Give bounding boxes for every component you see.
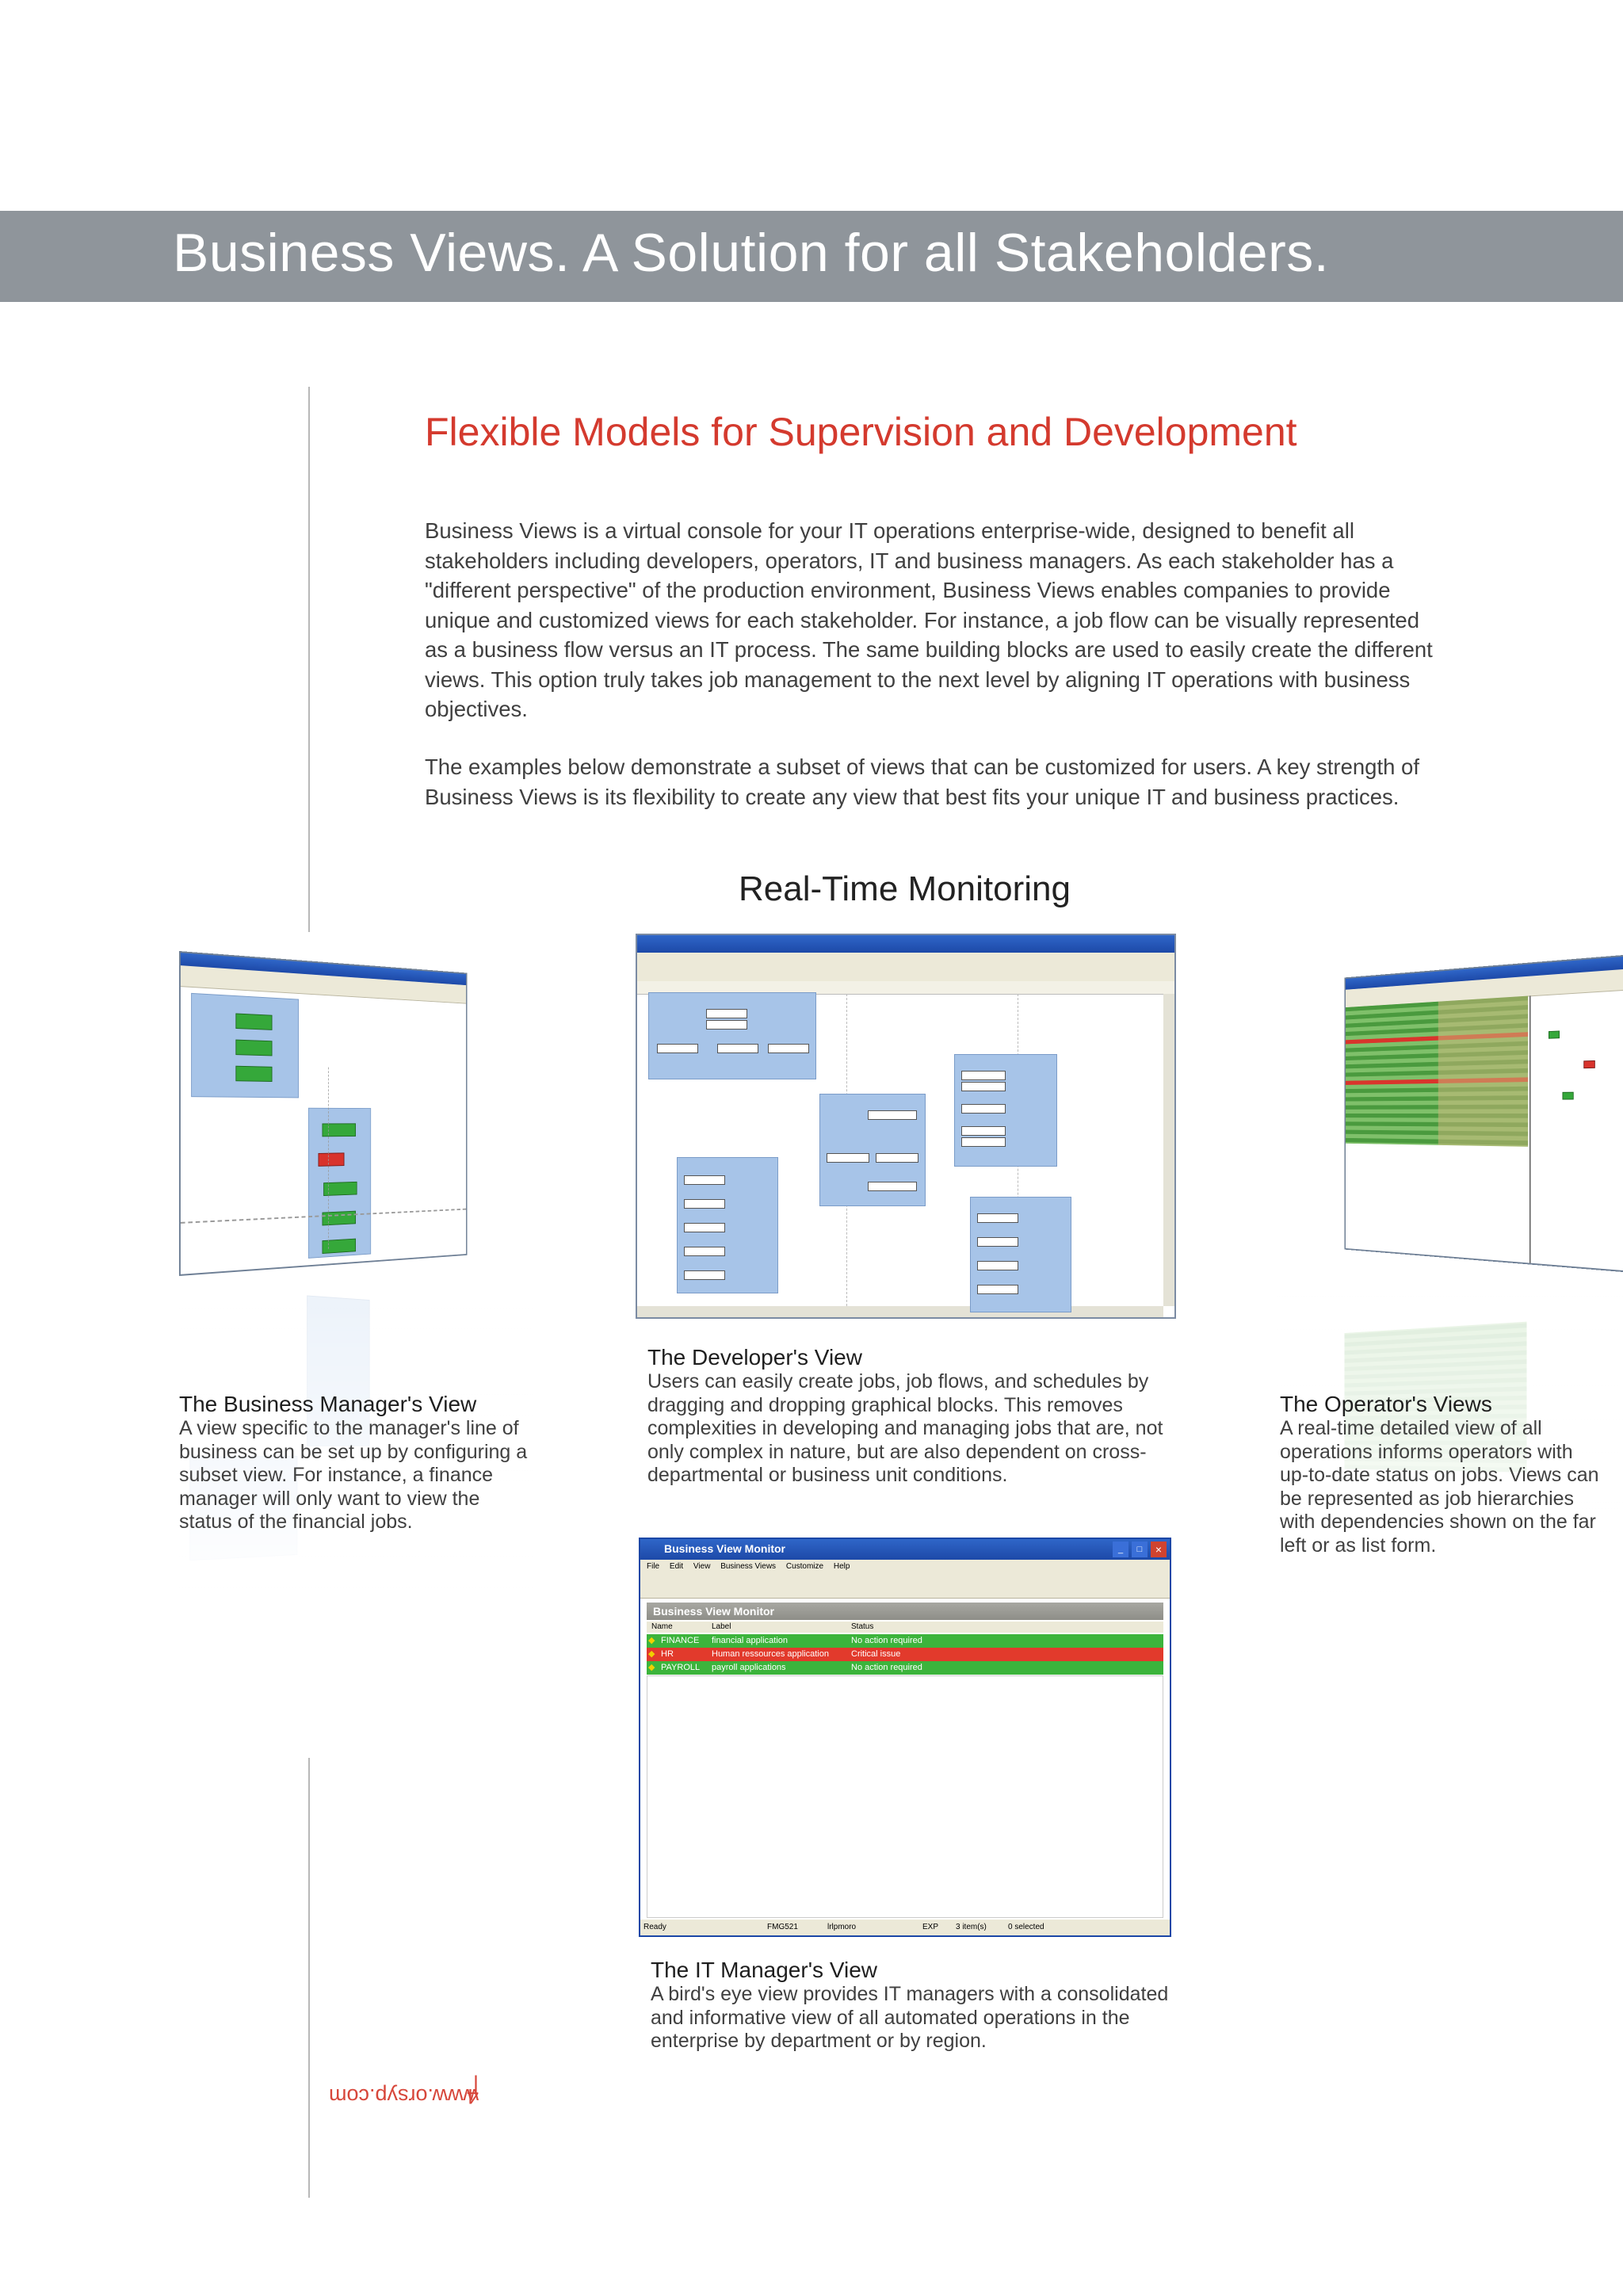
caption-it-manager: The IT Manager's View A bird's eye view …	[651, 1958, 1190, 2053]
row-label: financial application	[712, 1634, 788, 1648]
bvm-toolbar	[640, 1574, 1170, 1599]
bvm-window-title: Business View Monitor	[664, 1542, 785, 1555]
developer-text: Users can easily create jobs, job flows,…	[647, 1370, 1163, 1486]
status-diamond-icon: ◆	[648, 1634, 655, 1648]
menu-edit[interactable]: Edit	[670, 1562, 683, 1571]
operator-text: A real-time detailed view of all operati…	[1280, 1417, 1599, 1557]
menu-customize[interactable]: Customize	[786, 1562, 823, 1571]
row-label: payroll applications	[712, 1661, 786, 1675]
it-manager-screenshot: Business View Monitor × □ _ File Edit Vi…	[639, 1538, 1171, 1937]
column-label[interactable]: Label	[712, 1622, 731, 1633]
status-ready: Ready	[643, 1920, 666, 1935]
operator-title: The Operator's Views	[1280, 1392, 1605, 1417]
menu-file[interactable]: File	[647, 1562, 659, 1571]
section-title: Real-Time Monitoring	[739, 869, 1071, 909]
row-name: PAYROLL	[661, 1661, 700, 1675]
status-env: EXP	[922, 1920, 938, 1935]
header-banner: Business Views. A Solution for all Stake…	[0, 211, 1623, 302]
page-footer: 4 | www.orsyp.com	[273, 1902, 304, 2108]
caption-operator: The Operator's Views A real-time detaile…	[1280, 1392, 1605, 1557]
close-icon[interactable]: ×	[1151, 1541, 1167, 1557]
status-items: 3 item(s)	[956, 1920, 987, 1935]
bvm-statusbar: Ready FMG521 lrlpmoro EXP 3 item(s) 0 se…	[640, 1920, 1170, 1935]
intro-subtitle: Flexible Models for Supervision and Deve…	[425, 409, 1297, 455]
status-user: lrlpmoro	[827, 1920, 856, 1935]
status-selected: 0 selected	[1008, 1920, 1044, 1935]
table-row[interactable]: ◆ PAYROLL payroll applications No action re…	[647, 1661, 1163, 1675]
menu-view[interactable]: View	[693, 1562, 711, 1571]
vertical-rule-top	[308, 387, 310, 932]
it-manager-title: The IT Manager's View	[651, 1958, 1190, 1983]
status-diamond-icon: ◆	[648, 1648, 655, 1661]
menu-business-views[interactable]: Business Views	[720, 1562, 776, 1571]
row-name: FINANCE	[661, 1634, 699, 1648]
intro-paragraph-1: Business Views is a virtual console for …	[425, 516, 1435, 724]
developer-title: The Developer's View	[647, 1345, 1194, 1370]
caption-business-manager: The Business Manager's View A view speci…	[179, 1392, 536, 1534]
minimize-icon[interactable]: _	[1113, 1541, 1128, 1557]
table-row[interactable]: ◆ FINANCE financial application No action r…	[647, 1634, 1163, 1648]
business-manager-text: A view specific to the manager's line of…	[179, 1417, 527, 1533]
table-row[interactable]: ◆ HR Human ressources application Critical …	[647, 1648, 1163, 1661]
page-title: Business Views. A Solution for all Stake…	[173, 222, 1329, 284]
menu-help[interactable]: Help	[834, 1562, 850, 1571]
bvm-menubar: File Edit View Business Views Customize …	[640, 1560, 1170, 1574]
row-status: Critical issue	[851, 1648, 900, 1661]
caption-developer: The Developer's View Users can easily cr…	[647, 1345, 1194, 1488]
developer-screenshot	[636, 934, 1176, 1319]
row-status: No action required	[851, 1661, 922, 1675]
status-host: FMG521	[767, 1920, 798, 1935]
column-status[interactable]: Status	[851, 1622, 873, 1633]
column-name[interactable]: Name	[651, 1622, 673, 1633]
vertical-rule-bottom	[308, 1758, 310, 2198]
business-manager-title: The Business Manager's View	[179, 1392, 536, 1417]
website-link[interactable]: www.orsyp.com	[329, 2084, 479, 2108]
row-status: No action required	[851, 1634, 922, 1648]
row-name: HR	[661, 1648, 674, 1661]
row-label: Human ressources application	[712, 1648, 829, 1661]
maximize-icon[interactable]: □	[1132, 1541, 1148, 1557]
bvm-panel-title: Business View Monitor	[653, 1605, 774, 1618]
intro-paragraph-2: The examples below demonstrate a subset …	[425, 752, 1435, 812]
status-diamond-icon: ◆	[648, 1661, 655, 1675]
it-manager-text: A bird's eye view provides IT managers w…	[651, 1983, 1168, 2052]
